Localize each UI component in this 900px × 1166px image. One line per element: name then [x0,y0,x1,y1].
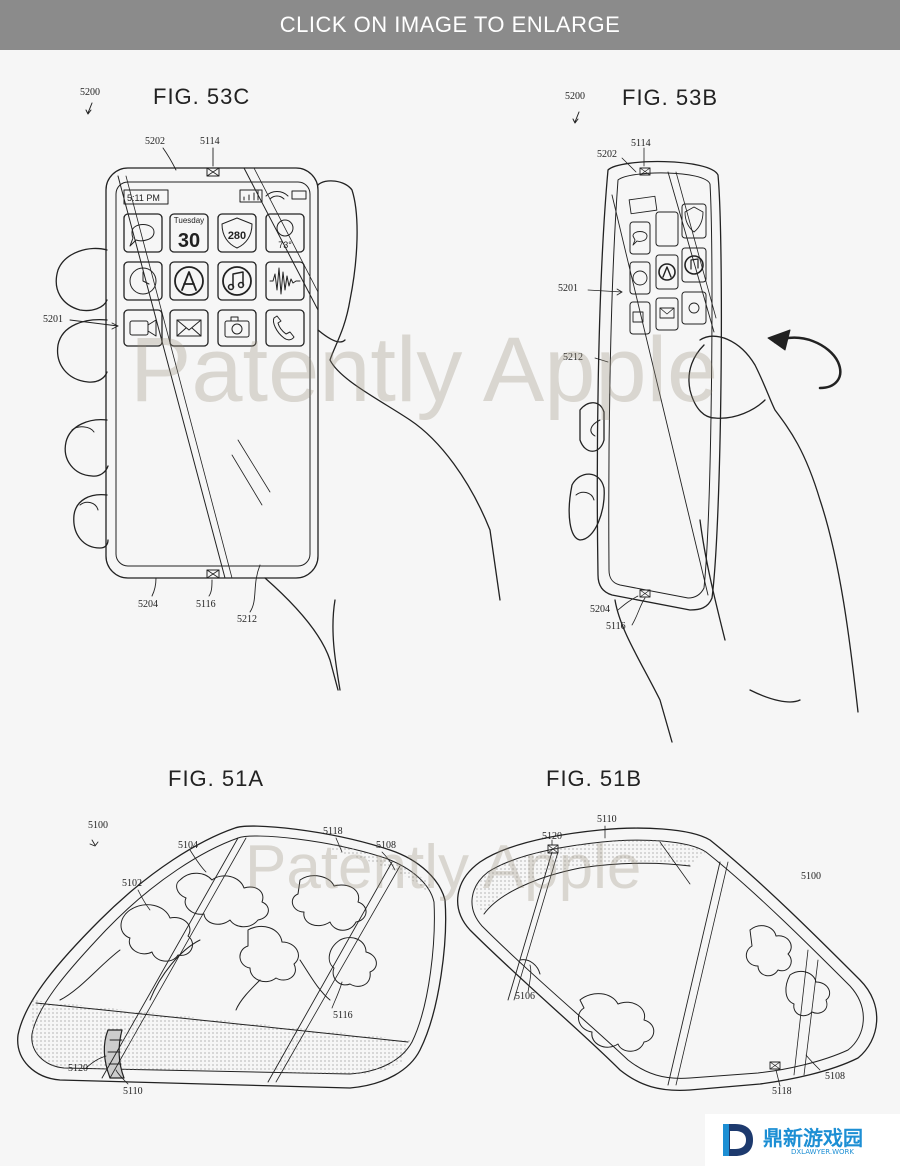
ref-label: 5116 [196,599,216,610]
ref-label: 5120 [542,831,562,842]
fig53b-drawing [568,111,859,743]
phone-temp: 73° [278,240,292,250]
ref-label: 5201 [43,314,63,325]
ref-label: 5212 [237,614,257,625]
site-logo[interactable]: 鼎新游戏园 DXLAWYER.WORK [705,1114,900,1166]
ref-label: 5204 [138,599,158,610]
ref-label: 5108 [825,1071,845,1082]
fig51a-drawing [17,825,447,1089]
ref-label: 5212 [563,352,583,363]
ref-label: 5100 [88,820,108,831]
ref-label: 5106 [515,991,535,1002]
ref-label: 5116 [333,1010,353,1021]
ref-label: 5102 [122,878,142,889]
fig53c-drawing [55,102,501,691]
ref-label: 5114 [200,136,220,147]
phone-date: 30 [178,230,200,252]
logo-d-icon [723,1124,753,1156]
fig51a-title: FIG. 51A [168,766,265,791]
logo-chinese-text: 鼎新游戏园 [763,1126,863,1150]
ref-label: 5104 [178,840,198,851]
ref-label: 5116 [606,621,626,632]
ref-label: 5200 [565,91,585,102]
ref-label: 5110 [123,1086,143,1097]
enlarge-banner-text: CLICK ON IMAGE TO ENLARGE [279,12,621,37]
fig53b-title: FIG. 53B [622,85,719,110]
ref-label: 5204 [590,604,610,615]
fig53c-title: FIG. 53C [153,84,251,109]
ref-label: 5202 [145,136,165,147]
enlarge-banner[interactable]: CLICK ON IMAGE TO ENLARGE [0,0,900,50]
fig51b-drawing [457,825,878,1092]
ref-label: 5202 [597,149,617,160]
ref-label: 5120 [68,1063,88,1074]
fig51b-title: FIG. 51B [546,766,643,791]
ref-label: 5200 [80,87,100,98]
ref-label: 5201 [558,283,578,294]
phone-highway: 280 [228,230,246,242]
ref-label: 5118 [772,1086,792,1097]
ref-label: 5100 [801,871,821,882]
phone-time: 5:11 PM [127,193,160,203]
logo-english-text: DXLAWYER.WORK [791,1148,854,1156]
ref-label: 5118 [323,826,343,837]
ref-label: 5108 [376,840,396,851]
phone-day: Tuesday [174,216,204,225]
ref-label: 5110 [597,814,617,825]
ref-label: 5114 [631,138,651,149]
